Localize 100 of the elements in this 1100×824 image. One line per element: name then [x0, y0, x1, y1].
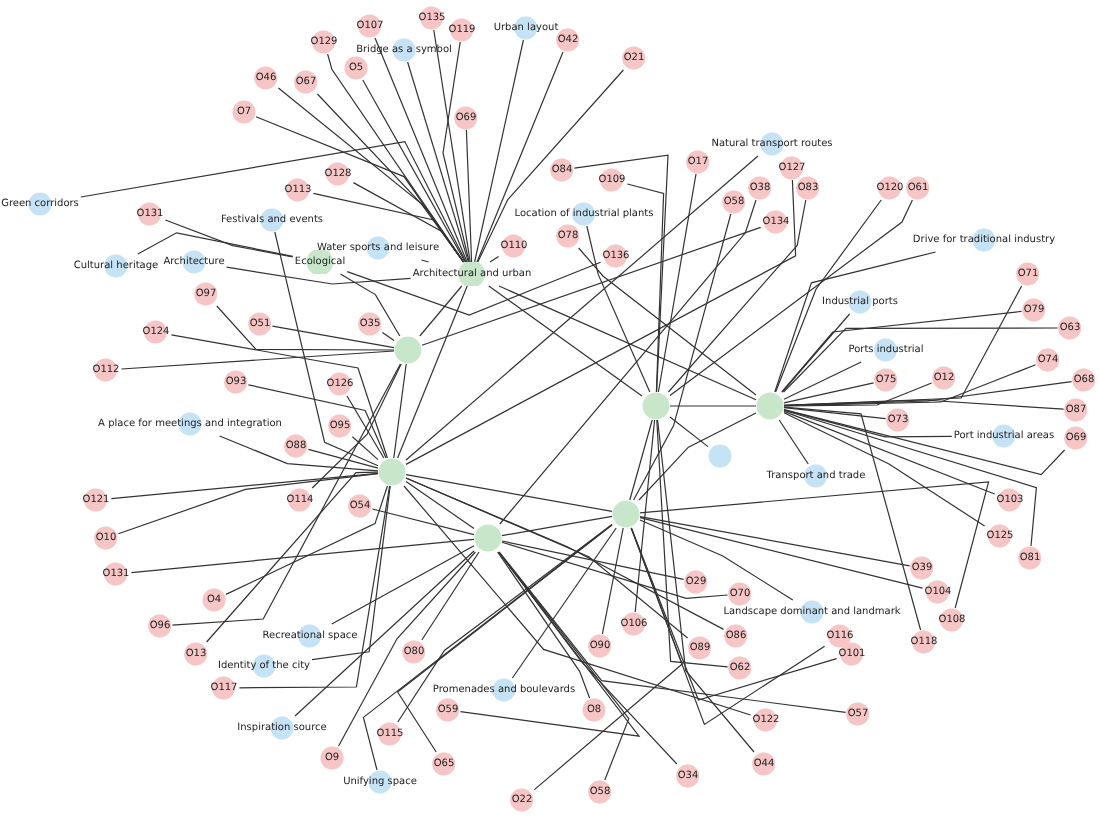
connector-line	[474, 39, 524, 263]
connector-line	[775, 199, 882, 393]
connector-line	[170, 334, 388, 459]
network-node	[327, 414, 353, 438]
connector-line	[393, 363, 407, 459]
connector-line	[271, 325, 395, 349]
connector-line	[405, 474, 613, 512]
connector-line	[117, 473, 379, 535]
network-node	[984, 524, 1016, 548]
network-node	[675, 764, 701, 788]
connector-line	[499, 199, 757, 525]
network-node	[582, 698, 606, 722]
network-node	[416, 6, 448, 30]
network-node	[922, 580, 954, 604]
connector-line	[626, 183, 665, 393]
connector-line	[533, 527, 683, 791]
connector-line	[669, 199, 913, 397]
network-node	[401, 640, 427, 664]
connector-line	[667, 199, 807, 393]
connector-line	[657, 419, 755, 753]
connector-line	[433, 29, 471, 263]
connector-line	[311, 485, 391, 661]
network-node	[685, 150, 711, 174]
network-node	[751, 752, 777, 776]
network-node	[760, 210, 792, 234]
network-node	[909, 556, 935, 580]
network-node	[683, 570, 709, 594]
network-node	[453, 106, 479, 130]
network-node	[795, 176, 821, 200]
network-node	[1071, 368, 1097, 392]
network-node	[140, 320, 172, 344]
connector-line	[498, 551, 630, 781]
connector-line	[639, 516, 911, 567]
network-node	[908, 630, 940, 654]
network-node	[90, 358, 122, 382]
network-node	[284, 488, 316, 512]
network-node	[183, 642, 209, 666]
connector-line	[783, 409, 1038, 547]
network-node	[747, 176, 773, 200]
network-node	[354, 14, 386, 38]
network-node	[247, 312, 273, 336]
network-node	[435, 698, 461, 722]
connector-line	[362, 79, 466, 263]
connector-line	[80, 140, 467, 263]
connector-line	[774, 251, 937, 393]
network-node	[320, 746, 344, 770]
network-node	[100, 562, 132, 586]
network-node	[727, 656, 753, 680]
connector-line	[783, 412, 986, 527]
network-node	[193, 282, 219, 306]
connector-line	[216, 305, 395, 351]
connector-line	[498, 551, 678, 765]
network-node	[308, 30, 340, 54]
connector-line	[498, 551, 847, 713]
connector-line	[501, 541, 729, 599]
network-node	[721, 190, 747, 214]
connector-line	[206, 471, 379, 643]
connector-line	[783, 407, 887, 420]
connector-line	[403, 485, 752, 716]
network-node	[324, 372, 356, 396]
connector-line	[501, 515, 613, 537]
connector-line	[630, 527, 838, 701]
network-node	[587, 634, 613, 658]
connector-line	[639, 517, 924, 589]
connector-line	[405, 155, 759, 461]
connector-line	[498, 285, 757, 401]
network-node	[498, 234, 530, 258]
connector-line	[311, 363, 402, 489]
connector-line	[783, 399, 1065, 410]
connector-line	[783, 410, 996, 495]
connector-line	[781, 313, 851, 393]
network-node	[431, 752, 457, 776]
connector-line	[338, 551, 476, 747]
network-node	[282, 178, 314, 202]
connector-line	[327, 53, 465, 263]
connector-line	[171, 363, 401, 626]
connector-line	[634, 419, 656, 613]
network-node	[555, 28, 581, 52]
connector-line	[331, 545, 475, 625]
connector-line	[346, 395, 385, 459]
connector-line	[501, 540, 685, 580]
connector-line	[294, 550, 475, 717]
connector-line	[374, 37, 468, 263]
network-node	[93, 526, 119, 550]
network-node	[600, 244, 632, 268]
connector-line	[638, 412, 757, 501]
connector-line	[629, 419, 653, 501]
network-node	[727, 582, 753, 606]
connector-line	[130, 538, 475, 574]
network-node	[232, 100, 256, 124]
network-node	[134, 202, 166, 226]
network-node	[357, 312, 383, 336]
connector-line	[307, 448, 379, 469]
connector-line	[657, 173, 697, 393]
connector-line	[381, 331, 395, 341]
connector-line	[247, 384, 387, 459]
connector-line	[783, 406, 922, 631]
network-node	[587, 780, 613, 804]
connector-line	[226, 266, 412, 285]
connector-line	[274, 231, 379, 467]
